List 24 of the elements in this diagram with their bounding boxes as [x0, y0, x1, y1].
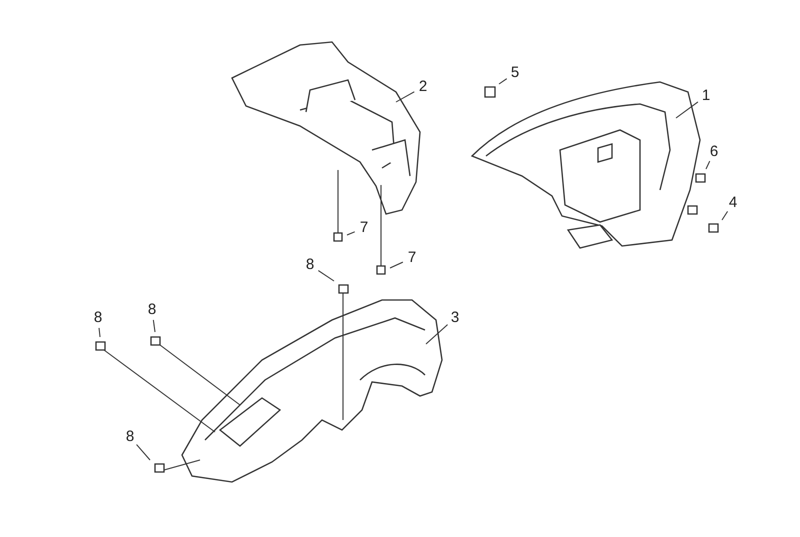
callout-number: 3 [449, 309, 461, 326]
callout-number: 8 [124, 428, 136, 445]
callout-number: 2 [417, 78, 429, 95]
leader-line [676, 101, 698, 118]
callout-number: 8 [304, 256, 316, 273]
leader-line [152, 319, 156, 332]
leader-line [722, 210, 728, 220]
leader-line [346, 231, 356, 236]
leader-line [426, 324, 448, 344]
leader-line [396, 91, 415, 102]
callout-number: 4 [727, 194, 739, 211]
leader-line [498, 78, 508, 84]
leader-line [390, 262, 404, 268]
callout-number: 1 [700, 87, 712, 104]
leader-line [98, 327, 100, 338]
leader-line [318, 270, 334, 282]
callout-number: 8 [146, 301, 158, 318]
leader-line [136, 444, 150, 460]
leader-line [706, 160, 710, 170]
callout-number: 5 [509, 64, 521, 81]
callout-number: 7 [358, 219, 370, 236]
callout-number: 6 [708, 143, 720, 160]
callout-number: 7 [406, 249, 418, 266]
callout-number: 8 [92, 309, 104, 326]
